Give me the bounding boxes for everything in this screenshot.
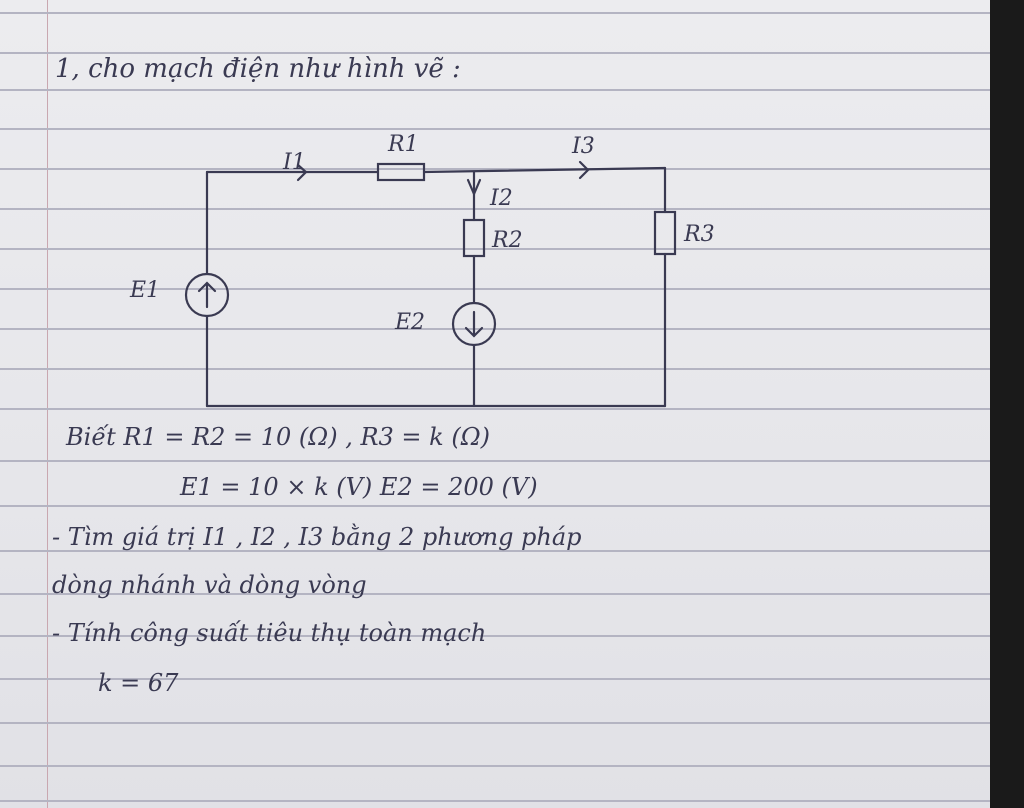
circuit-diagram <box>184 160 677 408</box>
arrow-up-icon <box>197 281 217 309</box>
ruled-line <box>0 12 990 14</box>
arrow-down-icon <box>464 310 484 338</box>
task-1-line-1: - Tìm giá trị I1 , I2 , I3 bằng 2 phương… <box>52 523 582 551</box>
source-e2 <box>451 301 497 347</box>
ruled-line <box>0 208 990 210</box>
notebook-page <box>0 0 990 808</box>
resistor-r3 <box>653 210 677 256</box>
ruled-line <box>0 89 990 91</box>
ruled-line <box>0 722 990 724</box>
ruled-line <box>0 635 990 637</box>
resistor-r1 <box>376 162 426 182</box>
ruled-line <box>0 368 990 370</box>
source-e1 <box>184 272 230 318</box>
ruled-line <box>0 408 990 410</box>
ruled-line <box>0 550 990 552</box>
current-arrow-i2-icon <box>466 178 482 197</box>
label-i2: I2 <box>490 186 513 211</box>
given-line-1: Biết R1 = R2 = 10 (Ω) , R3 = k (Ω) <box>66 423 490 451</box>
ruled-line <box>0 248 990 250</box>
resistor-r2 <box>462 218 486 258</box>
task-2: - Tính công suất tiêu thụ toàn mạch <box>52 619 487 647</box>
ruled-line <box>0 505 990 507</box>
label-r1: R1 <box>388 132 419 157</box>
margin-line <box>47 0 48 808</box>
k-value: k = 67 <box>98 669 179 697</box>
label-i3: I3 <box>572 134 595 159</box>
label-e2: E2 <box>395 310 426 335</box>
ruled-line <box>0 460 990 462</box>
ruled-line <box>0 800 990 802</box>
ruled-line <box>0 128 990 130</box>
label-r2: R2 <box>492 228 523 253</box>
ruled-line <box>0 168 990 170</box>
given-line-2: E1 = 10 × k (V) E2 = 200 (V) <box>180 473 538 501</box>
label-r3: R3 <box>684 222 715 247</box>
ruled-line <box>0 52 990 54</box>
ruled-line <box>0 593 990 595</box>
task-1-line-2: dòng nhánh và dòng vòng <box>52 571 367 599</box>
ruled-line <box>0 765 990 767</box>
current-arrow-i3-icon <box>578 160 590 180</box>
label-i1: I1 <box>283 150 306 175</box>
problem-heading: 1, cho mạch điện như hình vẽ : <box>55 54 461 84</box>
ruled-line <box>0 678 990 680</box>
label-e1: E1 <box>130 278 161 303</box>
ruled-line <box>0 288 990 290</box>
wire-top-right <box>422 166 667 174</box>
current-arrow-i1-icon <box>296 163 308 182</box>
